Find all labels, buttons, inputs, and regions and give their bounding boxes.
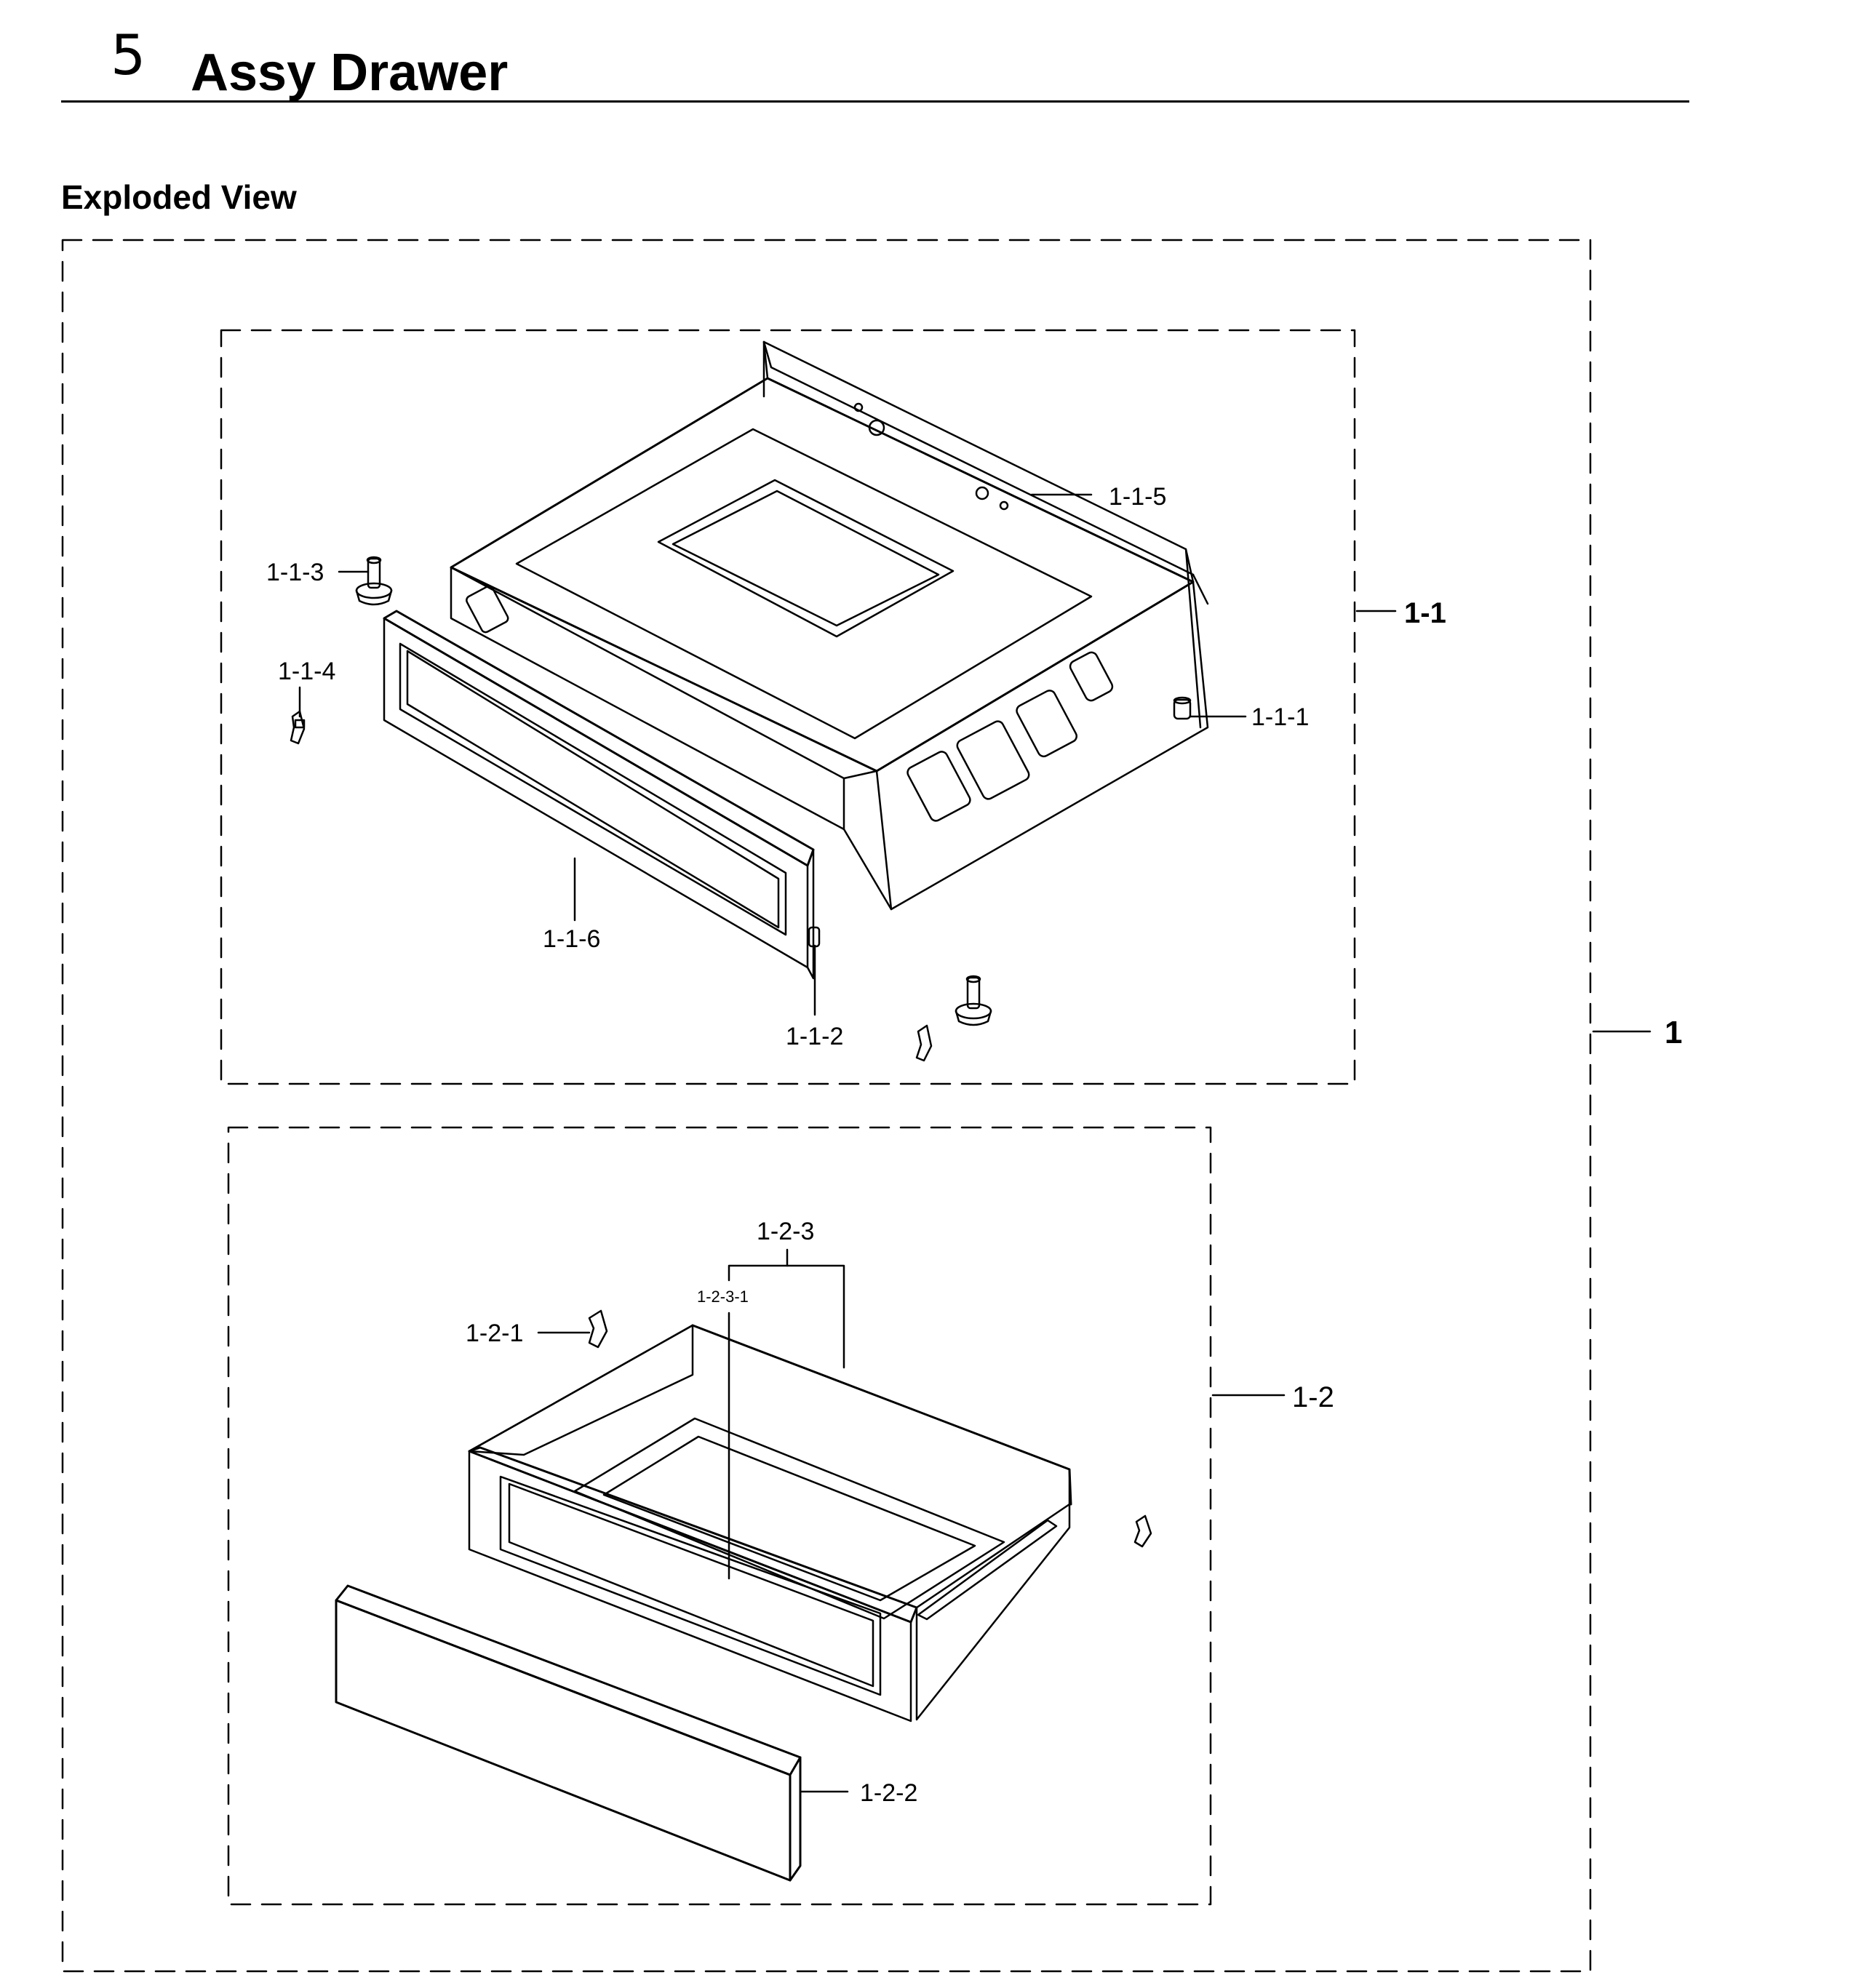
bracket-clip-part bbox=[290, 710, 306, 745]
leader-lines bbox=[298, 493, 1651, 1793]
callout-1-2-1: 1-2-1 bbox=[466, 1320, 523, 1347]
side-fitting-part bbox=[1173, 696, 1192, 720]
callout-1-1-6: 1-1-6 bbox=[543, 925, 600, 953]
assembly-1-boundary bbox=[61, 239, 1592, 1973]
leveling-leg-part bbox=[955, 975, 992, 1026]
section-subtitle: Exploded View bbox=[61, 178, 297, 216]
callout-1-2-3: 1-2-3 bbox=[757, 1218, 814, 1245]
title-divider bbox=[61, 100, 1689, 103]
callout-1-2-3-1: 1-2-3-1 bbox=[697, 1288, 749, 1306]
callout-1: 1 bbox=[1665, 1015, 1682, 1050]
callout-1-1-1: 1-1-1 bbox=[1251, 703, 1309, 731]
assembly-1-2-boundary bbox=[227, 1126, 1212, 1906]
callout-1-1-5: 1-1-5 bbox=[1109, 483, 1166, 511]
section-number: 5 bbox=[111, 23, 146, 87]
callout-1-1-4: 1-1-4 bbox=[278, 658, 335, 685]
drawer-front-panel-part bbox=[335, 1584, 802, 1882]
assembly-1-1-boundary bbox=[220, 329, 1356, 1085]
callout-1-1-3: 1-1-3 bbox=[266, 559, 324, 586]
bracket-clip-part bbox=[915, 1024, 933, 1062]
drawer-pan-part bbox=[468, 1324, 1072, 1722]
callout-1-2: 1-2 bbox=[1292, 1381, 1334, 1413]
drawer-bracket-part bbox=[588, 1309, 608, 1349]
callout-1-1: 1-1 bbox=[1404, 597, 1446, 629]
leveling-leg-part bbox=[355, 556, 393, 606]
page-title: Assy Drawer bbox=[191, 44, 509, 102]
drawer-bracket-part bbox=[1133, 1514, 1152, 1548]
drawer-housing-part bbox=[450, 340, 1209, 911]
front-frame-part bbox=[383, 610, 821, 980]
callout-1-1-2: 1-1-2 bbox=[786, 1023, 843, 1050]
callout-1-2-2: 1-2-2 bbox=[860, 1779, 917, 1807]
